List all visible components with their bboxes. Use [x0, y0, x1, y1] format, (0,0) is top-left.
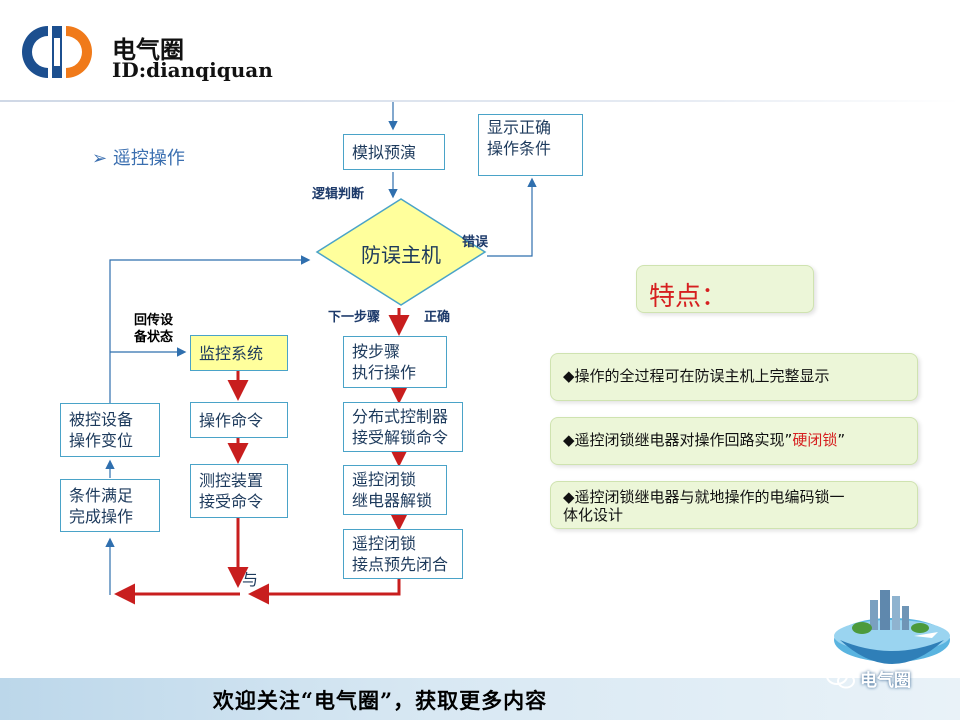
logo-icon: [22, 26, 92, 78]
diamond-bullet-icon: ◆: [563, 488, 575, 506]
monitor-box: 监控系统: [190, 335, 288, 371]
host-diamond: 防误主机: [315, 197, 487, 307]
distributed-box: 分布式控制器接受解锁命令: [343, 402, 463, 452]
feature-item-3: ◆遥控闭锁继电器与就地操作的电编码锁一体化设计: [550, 481, 918, 529]
measure-box: 测控装置接受命令: [190, 464, 288, 518]
operated-box: 被控设备操作变位: [60, 403, 160, 457]
section-bullet: ➢ 遥控操作: [92, 144, 185, 170]
contact-close-box: 遥控闭锁接点预先闭合: [343, 529, 463, 579]
feature-item-1: ◆操作的全过程可在防误主机上完整显示: [550, 353, 918, 401]
wechat-label: 电气圈: [860, 671, 911, 691]
relay-unlock-box: 遥控闭锁继电器解锁: [343, 465, 447, 515]
host-label: 防误主机: [361, 243, 441, 267]
step-exec-box: 按步骤执行操作: [343, 336, 447, 388]
wechat-icon: [826, 667, 855, 689]
correct-label: 正确: [424, 310, 451, 325]
arrow-bullet-icon: ➢: [92, 148, 108, 169]
features-title-panel: 特点：: [636, 265, 814, 313]
section-title: 遥控操作: [112, 148, 185, 169]
features-title: 特点：: [649, 282, 728, 312]
and-label: 与: [242, 570, 259, 589]
hard-lock-highlight: 硬闭锁: [792, 431, 838, 449]
header-divider: [0, 100, 960, 102]
feedback-label: 回传设 备状态: [134, 313, 174, 345]
footer-text: 欢迎关注“电气圈”，获取更多内容: [212, 688, 548, 713]
logic-label: 逻辑判断: [312, 187, 365, 202]
diamond-shape: [315, 198, 487, 306]
wechat-badge: 电气圈: [820, 662, 940, 692]
next-step-label: 下一步骤: [328, 310, 381, 325]
logo: [18, 22, 102, 82]
error-label: 错误: [462, 235, 489, 250]
city-globe-illustration: [834, 590, 950, 664]
brand-name: 电气圈: [112, 36, 184, 64]
show-correct-box: 显示正确操作条件: [478, 114, 583, 176]
footer-banner: 欢迎关注“电气圈”，获取更多内容: [0, 678, 960, 720]
diamond-bullet-icon: ◆: [563, 367, 575, 385]
brand-id: ID:dianqiquan: [112, 58, 273, 82]
diamond-bullet-icon: ◆: [563, 431, 575, 449]
feature-item-2: ◆遥控闭锁继电器对操作回路实现”硬闭锁”: [550, 417, 918, 465]
condition-box: 条件满足完成操作: [60, 479, 160, 532]
op-command-box: 操作命令: [190, 402, 288, 438]
simulate-box: 模拟预演: [343, 134, 445, 170]
